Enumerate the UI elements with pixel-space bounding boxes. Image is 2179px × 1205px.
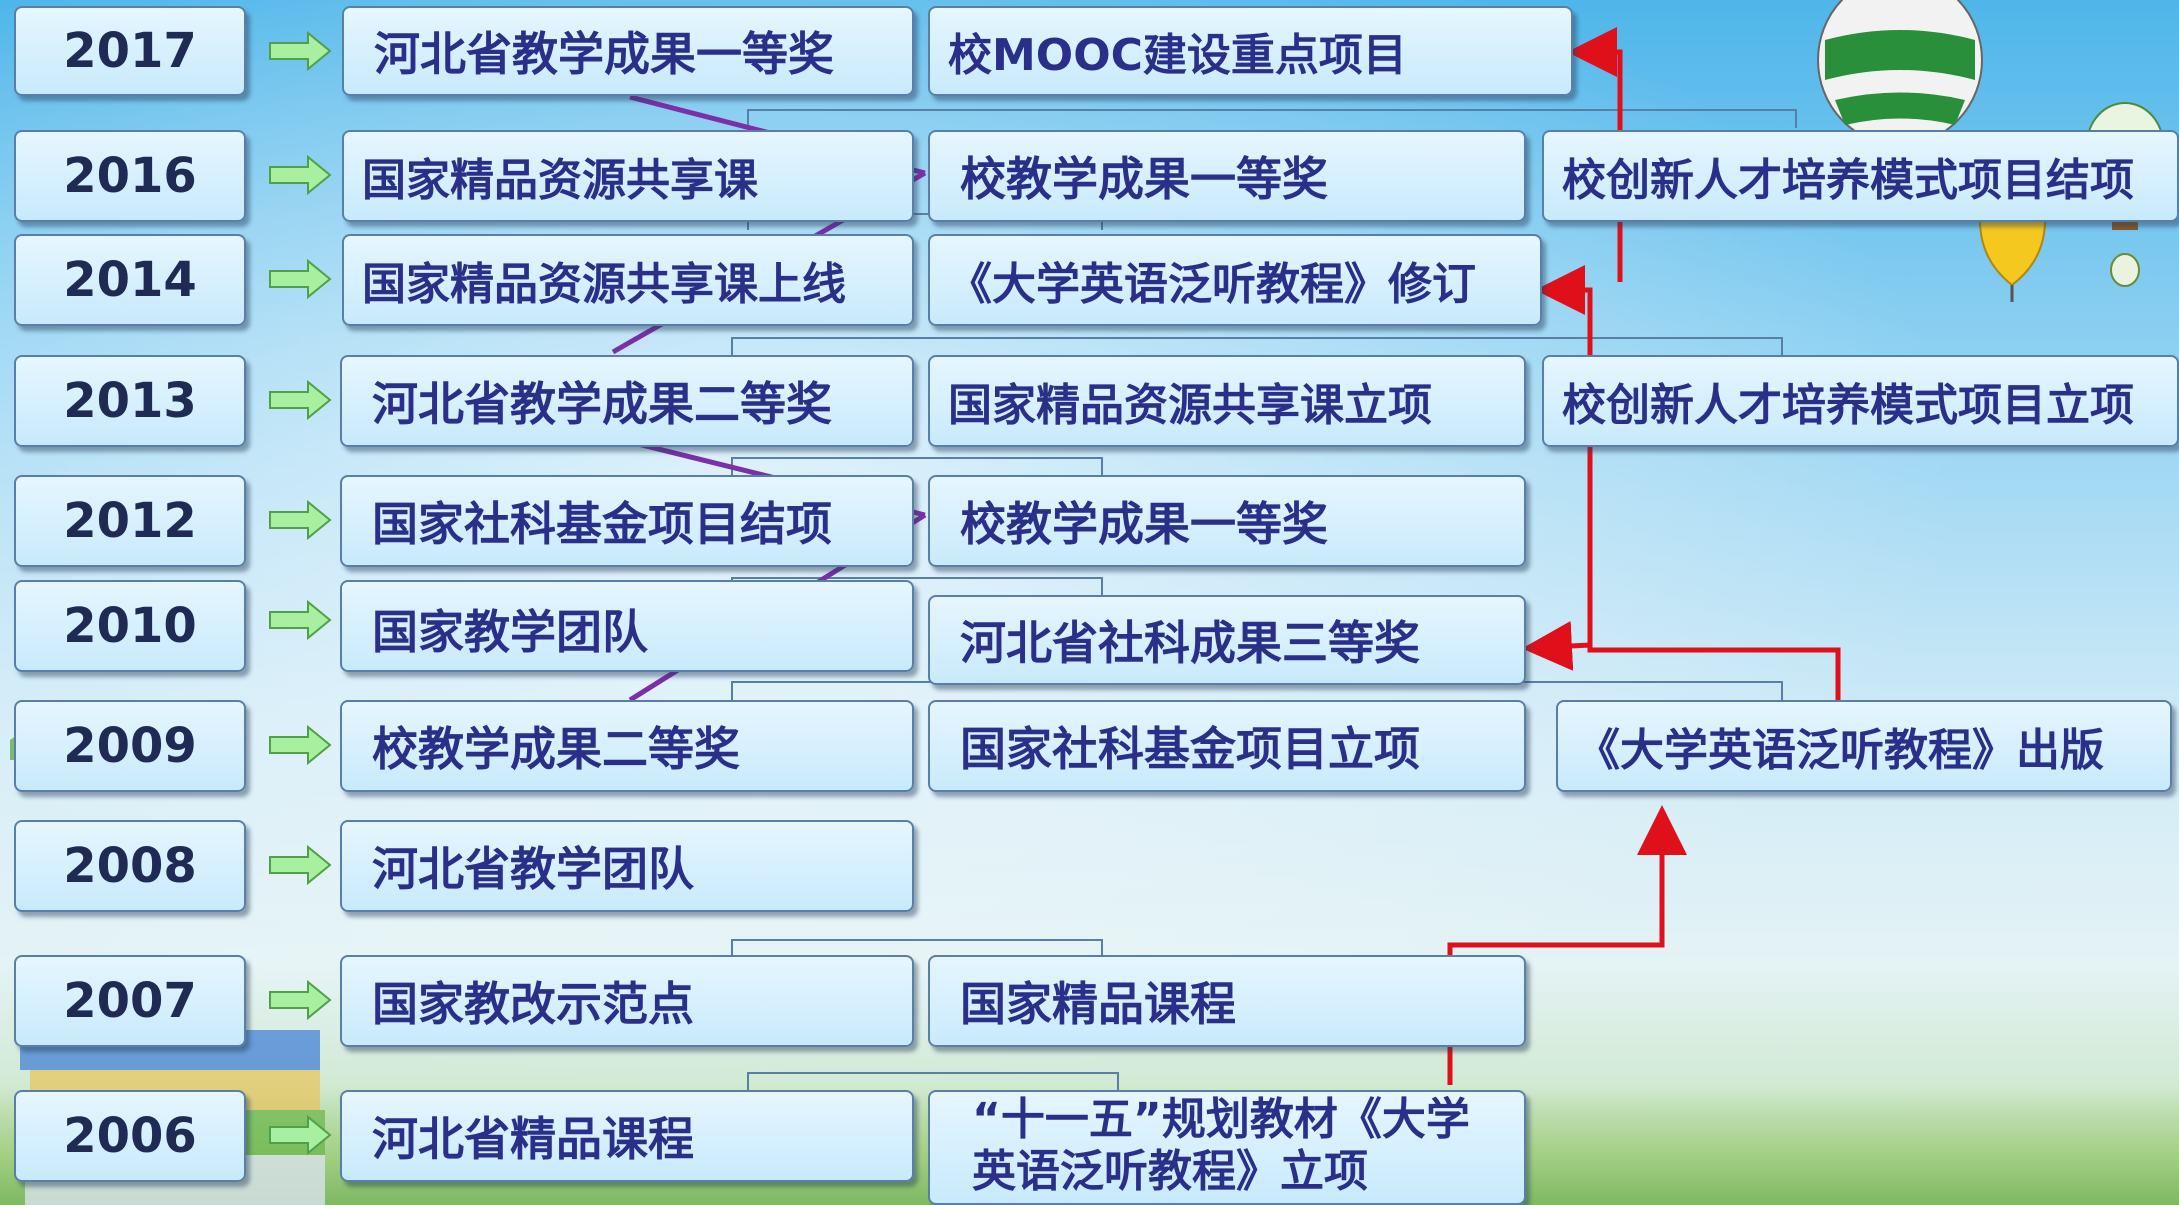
milestone-box: 河北省教学成果二等奖 — [340, 355, 914, 447]
milestone-box: 国家教学团队 — [340, 580, 914, 672]
year-label-2014: 2014 — [14, 234, 246, 326]
milestone-box: 河北省精品课程 — [340, 1090, 914, 1182]
year-label-2012: 2012 — [14, 475, 246, 567]
milestone-box: 校创新人才培养模式项目结项 — [1542, 130, 2179, 222]
year-label-2010: 2010 — [14, 580, 246, 672]
milestone-text-line: “十一五”规划教材《大学 — [972, 1094, 1470, 1145]
milestone-box: 国家精品资源共享课立项 — [928, 355, 1526, 447]
milestone-box: 国家社科基金项目立项 — [928, 700, 1526, 792]
milestone-box: 《大学英语泛听教程》出版 — [1556, 700, 2172, 792]
right-arrow-icon — [269, 980, 332, 1020]
year-label-2009: 2009 — [14, 700, 246, 792]
milestone-box: 校教学成果一等奖 — [928, 130, 1526, 222]
milestone-box: 校教学成果二等奖 — [340, 700, 914, 792]
milestone-box: 校教学成果一等奖 — [928, 475, 1526, 567]
milestone-box: 河北省教学成果一等奖 — [342, 6, 914, 96]
milestone-box: “十一五”规划教材《大学 英语泛听教程》立项 — [928, 1090, 1526, 1205]
right-arrow-icon — [269, 500, 332, 540]
milestone-box: 国家精品资源共享课上线 — [342, 234, 914, 326]
right-arrow-icon — [269, 1115, 332, 1155]
year-label-2007: 2007 — [14, 955, 246, 1047]
milestone-box: 河北省社科成果三等奖 — [928, 595, 1526, 685]
milestone-text-line: 英语泛听教程》立项 — [972, 1146, 1368, 1197]
right-arrow-icon — [269, 31, 332, 71]
milestone-box: 校MOOC建设重点项目 — [928, 6, 1573, 96]
milestone-box: 国家社科基金项目结项 — [340, 475, 914, 567]
milestone-box: 国家精品课程 — [928, 955, 1526, 1047]
year-label-2013: 2013 — [14, 355, 246, 447]
right-arrow-icon — [269, 600, 332, 640]
year-label-2008: 2008 — [14, 820, 246, 912]
right-arrow-icon — [269, 380, 332, 420]
right-arrow-icon — [269, 259, 332, 299]
year-label-2006: 2006 — [14, 1090, 246, 1182]
milestone-box: 国家教改示范点 — [340, 955, 914, 1047]
year-label-2017: 2017 — [14, 6, 246, 96]
year-label-2016: 2016 — [14, 130, 246, 222]
milestone-box: 国家精品资源共享课 — [342, 130, 914, 222]
milestone-box: 《大学英语泛听教程》修订 — [928, 234, 1542, 326]
right-arrow-icon — [269, 155, 332, 195]
right-arrow-icon — [269, 725, 332, 765]
right-arrow-icon — [269, 845, 332, 885]
milestone-box: 河北省教学团队 — [340, 820, 914, 912]
milestone-box: 校创新人才培养模式项目立项 — [1542, 355, 2179, 447]
